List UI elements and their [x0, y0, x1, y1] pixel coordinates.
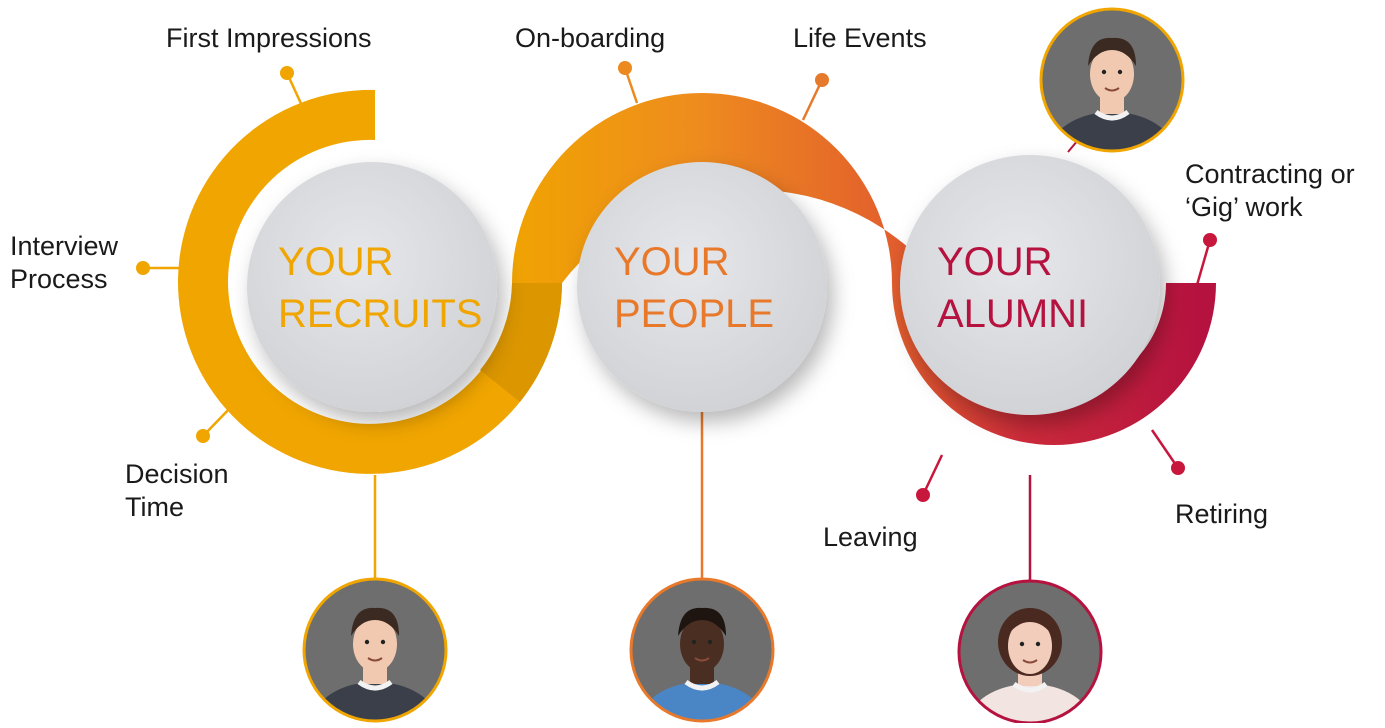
dot-interview	[136, 261, 150, 275]
avatar-collar	[1012, 681, 1048, 693]
avatar-collar	[357, 679, 393, 691]
label-interview-process: Interview Process	[10, 230, 118, 296]
avatar-shoulders	[1050, 112, 1174, 150]
label-contracting-gig-work: Contracting or ‘Gig’ work	[1185, 158, 1355, 224]
recruits-circle	[247, 162, 497, 412]
label-decision-line2: Time	[125, 492, 184, 522]
connector-dots	[136, 61, 1217, 502]
label-interview-line2: Process	[10, 264, 108, 294]
avatar-face	[680, 616, 724, 672]
label-decision-line1: Decision	[125, 459, 229, 489]
label-interview-line1: Interview	[10, 231, 119, 261]
connector-leaving	[921, 454, 944, 496]
avatar-eye-left	[1101, 69, 1107, 75]
people-title-line1: YOUR	[614, 240, 730, 284]
recruits-arc-shade	[480, 283, 562, 402]
label-leaving: Leaving	[823, 522, 918, 552]
dot-leaving	[916, 488, 930, 502]
connector-lines	[143, 67, 1212, 580]
connector-retiring	[1150, 429, 1180, 469]
label-first-impressions: First Impressions	[166, 23, 372, 53]
avatar-mouth	[367, 657, 383, 662]
recruits-title-line1: YOUR	[278, 240, 394, 284]
recruits-title-line2: RECRUITS	[278, 292, 483, 336]
alumni-title-line1: YOUR	[937, 240, 1053, 284]
young-man-avatar	[302, 577, 448, 723]
dot-contracting	[1203, 233, 1217, 247]
people-title-line2: PEOPLE	[614, 292, 775, 336]
connector-life-events	[801, 79, 824, 121]
alumni-title-line2: ALUMNI	[937, 292, 1089, 336]
avatar-collar	[1094, 109, 1130, 121]
label-life-events: Life Events	[793, 23, 927, 53]
label-decision-time: Decision Time	[125, 458, 229, 524]
label-onboarding: On-boarding	[515, 23, 666, 53]
recruits-title: YOUR RECRUITS	[278, 236, 482, 340]
avatar-hair	[351, 607, 399, 636]
avatar-eye-left	[1019, 641, 1025, 647]
avatar-hair	[1006, 609, 1054, 638]
alumni-circle	[900, 155, 1160, 415]
avatar-border	[1039, 7, 1185, 153]
dot-first-impressions	[280, 66, 294, 80]
avatar-mouth	[1022, 659, 1038, 664]
label-contracting-line1: Contracting or	[1185, 159, 1355, 189]
man-blue-shirt-avatar	[629, 577, 775, 723]
alumni-title: YOUR ALUMNI	[937, 236, 1088, 340]
label-retiring: Retiring	[1175, 499, 1269, 529]
avatar-border	[302, 577, 448, 723]
dot-life-events	[815, 73, 829, 87]
avatar-eye-left	[691, 639, 697, 645]
avatar-face	[1090, 46, 1134, 102]
avatar-face	[1008, 618, 1052, 674]
dot-decision	[196, 429, 210, 443]
avatar-hair	[1088, 37, 1136, 66]
avatar-border	[629, 577, 775, 723]
connector-contracting	[1195, 239, 1212, 286]
avatar-eye-left	[364, 639, 370, 645]
avatar-hair	[678, 607, 726, 636]
woman-avatar	[957, 579, 1103, 725]
avatar-shoulders	[313, 682, 437, 720]
avatar-eye-right	[380, 639, 386, 645]
people-circle	[577, 162, 827, 412]
avatar-face	[353, 616, 397, 672]
avatar-collar	[684, 679, 720, 691]
avatar-mouth	[1104, 87, 1120, 92]
avatar-eye-right	[707, 639, 713, 645]
people-title: YOUR PEOPLE	[614, 236, 774, 340]
dot-onboarding	[618, 61, 632, 75]
avatar-shoulders	[968, 684, 1092, 722]
label-contracting-line2: ‘Gig’ work	[1185, 192, 1303, 222]
avatar-eye-right	[1117, 69, 1123, 75]
avatar-eye-right	[1035, 641, 1041, 647]
avatar-shoulders	[640, 682, 764, 720]
avatar-mouth	[694, 657, 710, 662]
dot-retiring	[1171, 461, 1185, 475]
young-man-alumni-avatar	[1039, 7, 1185, 153]
